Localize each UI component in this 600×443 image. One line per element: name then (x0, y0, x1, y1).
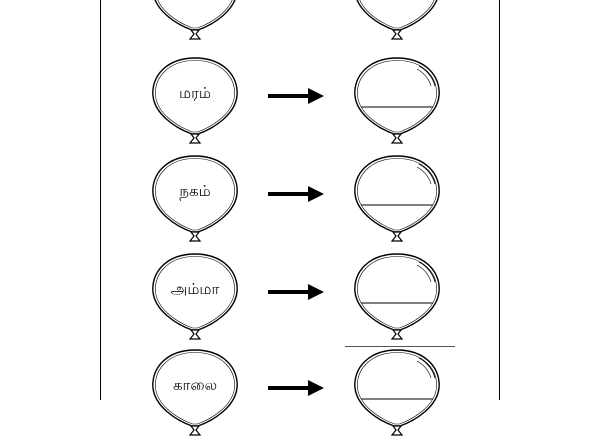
balloon-word: அம்மா (170, 280, 220, 298)
balloon-inner-outline (155, 158, 235, 231)
answer-balloon[interactable] (347, 0, 447, 47)
arrow (268, 88, 324, 108)
balloon-inner-outline (357, 60, 437, 133)
balloon-inner-outline (155, 60, 235, 133)
balloon-word: மரம் (179, 84, 211, 102)
answer-balloon[interactable] (347, 52, 447, 151)
balloon-knot (188, 29, 202, 40)
balloon-knot (188, 425, 202, 436)
balloon-body (356, 0, 438, 31)
balloon-inner-outline (357, 256, 437, 329)
balloon-knot (188, 329, 202, 340)
balloon-icon (152, 155, 238, 242)
balloon-icon (152, 57, 238, 144)
balloon-icon (354, 253, 440, 340)
arrow (268, 186, 324, 206)
balloon-knot (390, 425, 404, 436)
balloon-highlight (418, 163, 436, 185)
right-arrow-icon (268, 284, 324, 300)
balloon-inner-outline (157, 0, 233, 29)
balloon-body (354, 253, 440, 331)
balloon-icon (354, 349, 440, 436)
balloon-knot (390, 231, 404, 242)
answer-balloon[interactable] (347, 344, 447, 443)
balloon-inner-outline (359, 0, 435, 29)
balloon-icon (354, 155, 440, 242)
balloon-highlight (418, 261, 436, 283)
balloon-icon (356, 0, 438, 40)
balloon-knot (390, 29, 404, 40)
right-arrow-icon (268, 88, 324, 104)
balloon-knot (188, 231, 202, 242)
balloon-body (154, 0, 236, 31)
word-balloon (145, 52, 245, 151)
balloon-rows: மரம் நகம் அம்மா காலை (145, 0, 447, 436)
right-arrow-icon (268, 380, 324, 396)
balloon-icon (154, 0, 236, 40)
right-arrow-icon (268, 186, 324, 202)
balloon-knot (390, 329, 404, 340)
balloon-highlight (416, 166, 432, 185)
balloon-inner-outline (357, 158, 437, 231)
balloon-highlight (416, 360, 432, 379)
balloon-highlight (418, 65, 436, 87)
balloon-icon (354, 57, 440, 144)
word-balloon (145, 0, 245, 47)
answer-balloon[interactable] (347, 248, 447, 347)
arrow (268, 284, 324, 304)
worksheet-page: மரம் நகம் அம்மா காலை (100, 0, 500, 436)
balloon-word: நகம் (179, 182, 211, 200)
balloon-highlight (416, 264, 432, 283)
arrow (268, 380, 324, 400)
balloon-highlight (416, 68, 432, 87)
balloon-icon (152, 253, 238, 340)
balloon-knot (390, 133, 404, 144)
answer-balloon[interactable] (347, 150, 447, 249)
word-balloon (145, 150, 245, 249)
balloon-body (354, 155, 440, 233)
balloon-body (354, 349, 440, 427)
balloon-body (354, 57, 440, 135)
word-balloon (145, 248, 245, 347)
balloon-knot (188, 133, 202, 144)
balloon-inner-outline (155, 256, 235, 329)
balloon-highlight (418, 357, 436, 379)
balloon-word: காலை (172, 376, 218, 394)
